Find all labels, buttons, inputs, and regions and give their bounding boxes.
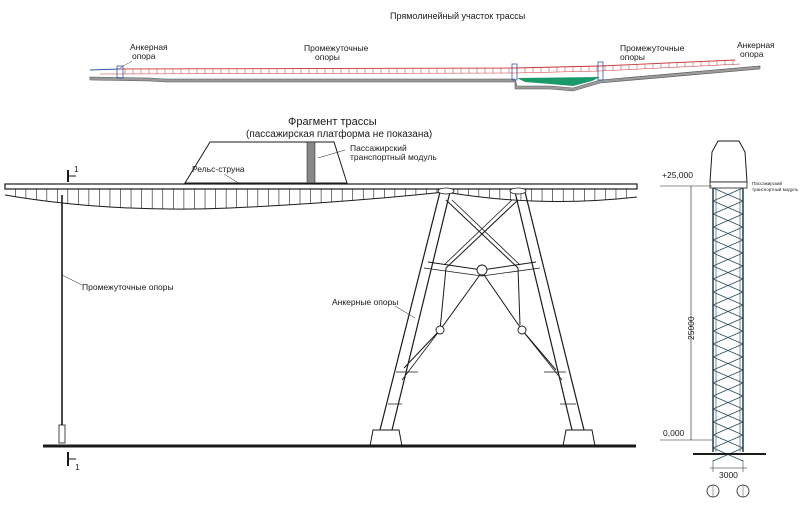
overview-anchor-right	[597, 61, 604, 81]
elevation-ground: 0,000	[663, 428, 685, 438]
section-module	[709, 140, 748, 183]
overview-intermediate-right-label-2: опоры	[620, 52, 645, 62]
module-label-1: Пассажирский	[350, 143, 407, 153]
overview-anchor-right-label-2: опора	[740, 49, 764, 59]
overview-rail-left	[89, 68, 121, 71]
width-dimension: 3000	[719, 470, 738, 480]
transport-module	[184, 141, 348, 184]
overview-rail-lower	[99, 63, 741, 75]
rail-leader	[223, 173, 241, 185]
overview-anchor-mid	[511, 63, 518, 81]
intermediate-leader	[61, 274, 83, 286]
overview-rail	[119, 59, 736, 70]
fragment-section: Фрагмент трассы (пассажирская платформа …	[4, 116, 638, 472]
overview-intermediate-right-label-1: Промежуточные	[620, 43, 685, 53]
module-leader	[317, 149, 346, 159]
overview-posts	[124, 60, 734, 74]
module-door	[306, 141, 316, 184]
rail-hangers	[15, 189, 627, 210]
elevation-top: +25,000	[662, 170, 693, 180]
overview-anchor-left-label-2: опора	[132, 51, 156, 61]
lattice-tower	[712, 187, 744, 462]
anchor-leader	[394, 305, 416, 319]
overview-water	[517, 77, 600, 86]
anchor-label: Анкерные опоры	[332, 297, 398, 307]
section-mark-bottom-label: 1	[75, 462, 80, 472]
section-module-label-2: транспортный модуль	[752, 186, 799, 192]
overview-ground	[89, 65, 761, 92]
overview-section: Прямолинейный участок трассы Анкерная оп…	[89, 11, 775, 92]
fragment-title-2: (пассажирская платформа не показана)	[246, 128, 432, 140]
rail-string	[4, 183, 638, 190]
fragment-title-1: Фрагмент трассы	[288, 116, 377, 128]
overview-anchor-right-label-1: Анкерная	[737, 40, 775, 50]
module-label-2: транспортный модуль	[350, 152, 437, 162]
rail-label: Рельс-струна	[192, 164, 245, 174]
intermediate-label: Промежуточные опоры	[82, 282, 174, 292]
overview-title: Прямолинейный участок трассы	[390, 11, 525, 21]
overview-intermediate-left-label-2: опоры	[315, 52, 340, 62]
rail-chord	[4, 191, 638, 210]
section-rail-head	[709, 181, 748, 189]
section-mark-top-label: 1	[74, 164, 79, 174]
overview-anchor-left-label-1: Анкерная	[130, 42, 168, 52]
overview-leader-1	[119, 60, 133, 69]
section-module-label-1: Пассажирский	[752, 180, 782, 186]
anchor-support	[369, 187, 596, 447]
height-dimension: 25000	[686, 316, 696, 340]
section-view: +25,000 0,000 25000 3000 Пассажирский тр…	[660, 140, 799, 498]
overview-anchor-left	[116, 65, 124, 79]
intermediate-footing	[58, 424, 66, 444]
overview-intermediate-left-label-1: Промежуточные	[304, 43, 369, 53]
